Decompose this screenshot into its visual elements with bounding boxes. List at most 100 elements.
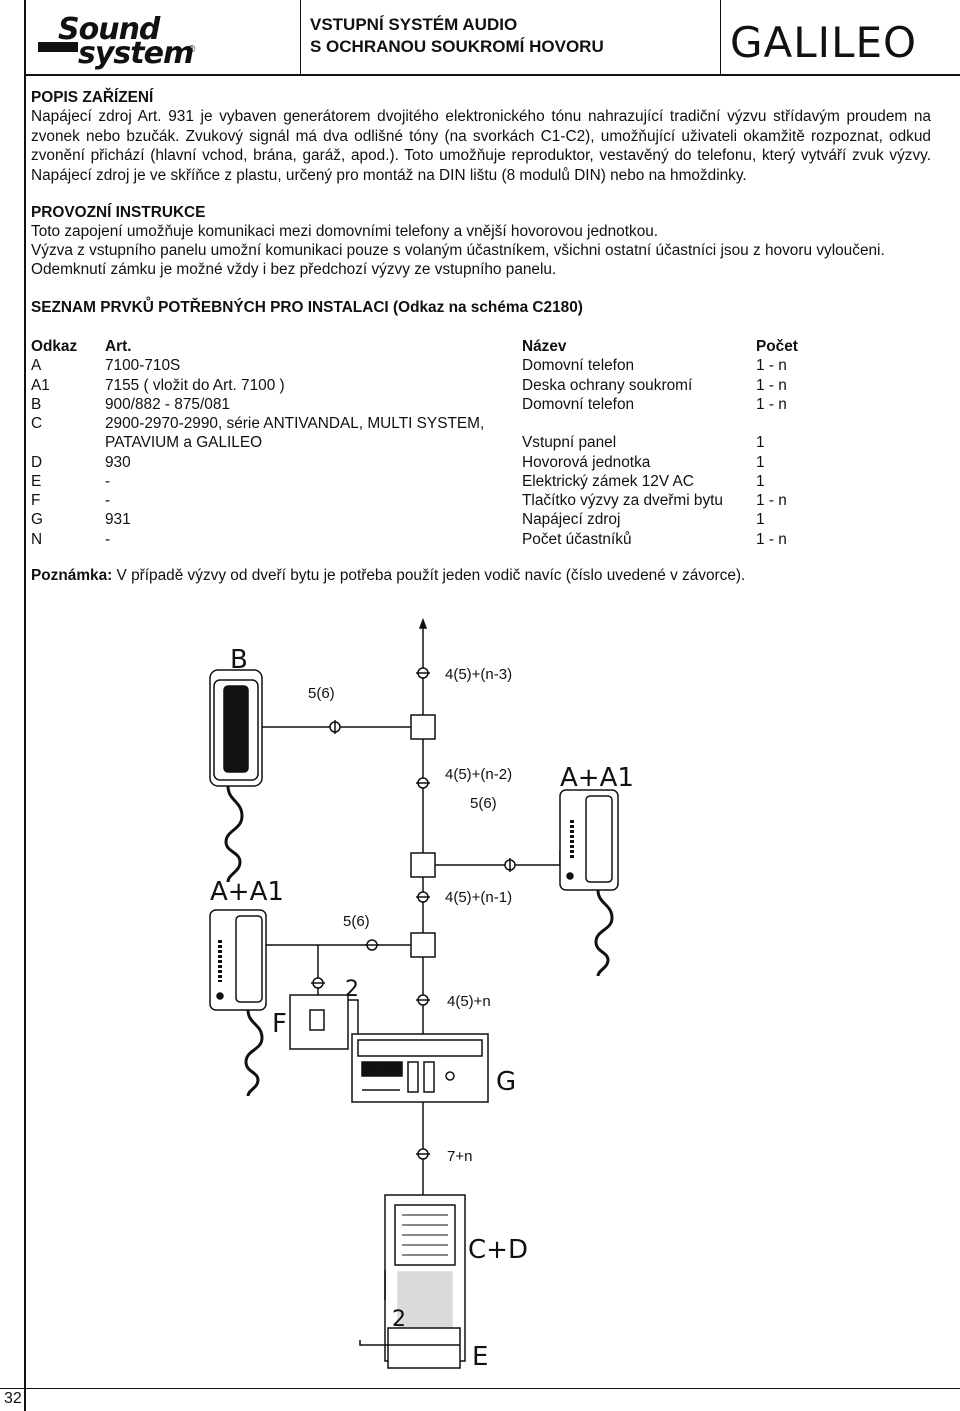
note-text: V případě výzvy od dveří bytu je potřeba… (112, 567, 746, 584)
table-row: E - Elektrický zámek 12V AC 1 (31, 472, 931, 491)
wire-label: 5(6) (308, 685, 335, 702)
phone-a-a1-right-icon (559, 789, 619, 977)
table-row: G 931 Napájecí zdroj 1 (31, 510, 931, 529)
title-line-1: VSTUPNÍ SYSTÉM AUDIO (310, 15, 518, 34)
branch-left-phone (265, 939, 411, 995)
wire-f-to-psu (348, 999, 359, 1034)
cell-ref: G (31, 511, 43, 528)
wire-ticks (416, 667, 430, 1160)
cell-ref: E (31, 473, 42, 490)
cell-art: - (105, 473, 111, 490)
wire-label: 7+n (447, 1148, 472, 1165)
cell-art: PATAVIUM a GALILEO (105, 434, 263, 451)
label-f: F (272, 1009, 287, 1039)
label-a-a1-left: A+A1 (210, 877, 284, 907)
junction-box (410, 714, 436, 740)
cell-count: 1 (756, 453, 765, 471)
col-header-ref: Odkaz (31, 338, 78, 355)
cell-ref: N (31, 530, 43, 548)
cell-ref: A1 (31, 376, 50, 394)
logo-text-system: system (78, 36, 194, 71)
header-divider (300, 0, 301, 74)
operation-line-1: Toto zapojení umožňuje komunikaci mezi d… (31, 223, 659, 240)
cell-art: - (105, 492, 111, 509)
junction-box (410, 852, 436, 878)
footer-rule (0, 1388, 960, 1389)
galileo-brand-logo: GALILEO (730, 18, 918, 67)
table-row: B 900/882 - 875/081 Domovní telefon 1 - … (31, 395, 931, 414)
cell-ref: C (31, 415, 43, 432)
cell-art: 930 (105, 453, 131, 471)
cell-name: Domovní telefon (522, 396, 635, 413)
document-title: VSTUPNÍ SYSTÉM AUDIO S OCHRANOU SOUKROMÍ… (310, 14, 604, 58)
psu-display: E L V X (365, 1065, 395, 1075)
cell-count: 1 (756, 511, 765, 528)
cell-name: Počet účastníků (522, 530, 632, 548)
col-header-count: Počet (756, 338, 798, 355)
table-row: D 930 Hovorová jednotka 1 (31, 453, 931, 472)
phone-b-icon (209, 669, 263, 883)
operation-line-3: Odemknutí zámku je možné vždy i bez před… (31, 261, 557, 278)
wire-label: 5(6) (470, 795, 497, 812)
table-row: C 2900-2970-2990, série ANTIVANDAL, MULT… (31, 414, 931, 433)
operation-line-2: Výzva z vstupního panelu umožní komunika… (31, 242, 885, 259)
cell-count: 1 - n (756, 396, 787, 413)
cell-art: 2900-2970-2990, série ANTIVANDAL, MULTI … (105, 415, 485, 432)
cell-name: Elektrický zámek 12V AC (522, 473, 694, 490)
wire-label: 4(5)+n (447, 993, 491, 1010)
branch-b (259, 695, 411, 734)
cell-art: - (105, 530, 111, 548)
wire-label: 4(5)+(n-1) (445, 889, 512, 906)
cell-ref: B (31, 396, 42, 413)
main-riser (418, 617, 428, 1195)
label-2: 2 (392, 1307, 406, 1332)
cell-name: Napájecí zdroj (522, 511, 621, 528)
cell-name: Tlačítko výzvy za dveřmi bytu (522, 492, 723, 509)
col-header-art: Art. (105, 338, 132, 355)
phone-a-a1-left-icon (209, 909, 267, 1097)
cell-count: 1 - n (756, 357, 787, 374)
cell-ref: F (31, 492, 41, 509)
logo-registered-mark: ® (188, 44, 196, 55)
left-frame-rule (24, 0, 26, 1411)
table-row: A 7100-710S Domovní telefon 1 - n (31, 356, 931, 375)
wire-to-lock (359, 1340, 388, 1346)
logo-bar (38, 42, 78, 52)
cell-ref: D (31, 453, 43, 471)
table-row: A1 7155 ( vložit do Art. 7100 ) Deska oc… (31, 376, 931, 395)
col-header-name: Název (522, 338, 567, 355)
wire-label: 4(5)+(n-2) (445, 766, 512, 783)
junction-box (410, 932, 436, 958)
cell-count: 1 - n (756, 492, 787, 509)
cell-name: Vstupní panel (522, 434, 617, 451)
cell-count: 1 - n (756, 530, 787, 548)
operation-heading: PROVOZNÍ INSTRUKCE (31, 204, 206, 221)
description-text: Napájecí zdroj Art. 931 je vybaven gener… (31, 108, 931, 184)
header-rule (24, 74, 960, 76)
sound-system-logo: Sound system ® (38, 12, 198, 71)
cell-name: Domovní telefon (522, 357, 635, 374)
table-row: PATAVIUM a GALILEO Vstupní panel 1 (31, 433, 931, 452)
table-header-row: Odkaz Art. Název Počet (31, 337, 931, 356)
table-row: N - Počet účastníků 1 - n (31, 530, 931, 549)
branch-right-phone (435, 850, 561, 872)
power-supply-g-icon: E L V X (351, 1033, 489, 1103)
title-line-2: S OCHRANOU SOUKROMÍ HOVORU (310, 37, 604, 56)
cell-art: 7100-710S (105, 357, 181, 374)
wire-label: 5(6) (343, 913, 370, 930)
cell-count: 1 - n (756, 376, 787, 394)
note-label: Poznámka: (31, 567, 113, 584)
logo-text-sound: Sound (58, 12, 160, 47)
wire-label: 4(5)+(n-3) (445, 666, 512, 683)
cell-count: 1 (756, 473, 765, 490)
description-heading: POPIS ZAŘÍZENÍ (31, 89, 154, 106)
doorbell-button-f-icon (289, 994, 349, 1050)
cell-name: Hovorová jednotka (522, 453, 651, 471)
label-e: E (472, 1342, 488, 1372)
label-c-d: C+D (468, 1235, 528, 1265)
cell-ref: A (31, 357, 42, 374)
label-g: G (496, 1067, 516, 1097)
label-a-a1-right: A+A1 (560, 763, 634, 793)
table-row: F - Tlačítko výzvy za dveřmi bytu 1 - n (31, 491, 931, 510)
note: Poznámka: V případě výzvy od dveří bytu … (31, 567, 745, 585)
